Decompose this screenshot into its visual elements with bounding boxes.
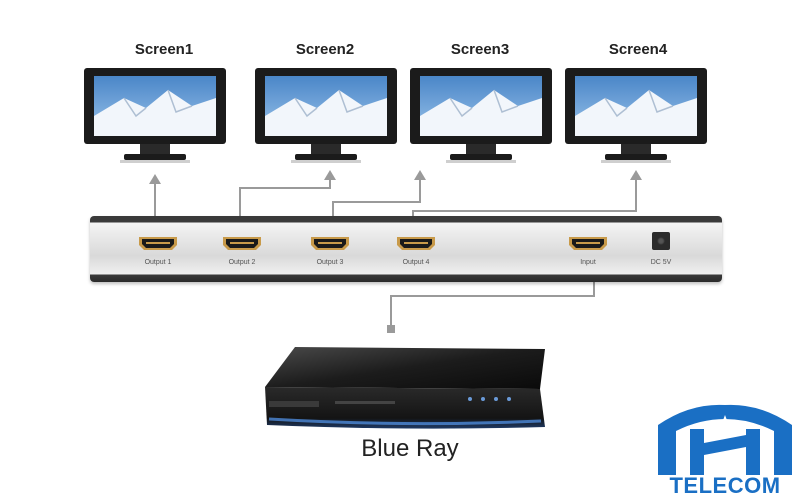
screen-label-4: Screen4 [608,41,668,58]
source-device-label: Blue Ray [361,435,459,462]
screen-label-1: Screen1 [134,41,194,58]
power-label: DC 5V [650,259,672,266]
hdmi-port-output-3 [310,236,350,251]
port-label-output-3: Output 3 [316,259,344,266]
monitor-4-icon [565,68,707,168]
telecom-logo: TELECOM [650,395,800,500]
hdmi-port-output-2 [222,236,262,251]
port-label-input: Input [580,259,596,266]
logo-text: TELECOM [669,473,781,498]
port-label-output-1: Output 1 [144,259,172,266]
hdmi-port-input [568,236,608,251]
port-label-output-4: Output 4 [402,259,430,266]
port-label-output-2: Output 2 [228,259,256,266]
hdmi-port-output-4 [396,236,436,251]
monitor-3-icon [410,68,552,168]
blu-ray-player-icon [255,335,555,435]
hdmi-port-output-1 [138,236,178,251]
screen-label-2: Screen2 [295,41,355,58]
monitor-2-icon [255,68,397,168]
screen-label-3: Screen3 [450,41,510,58]
monitor-1-icon [84,68,226,168]
dc-power-jack-icon [652,232,670,250]
